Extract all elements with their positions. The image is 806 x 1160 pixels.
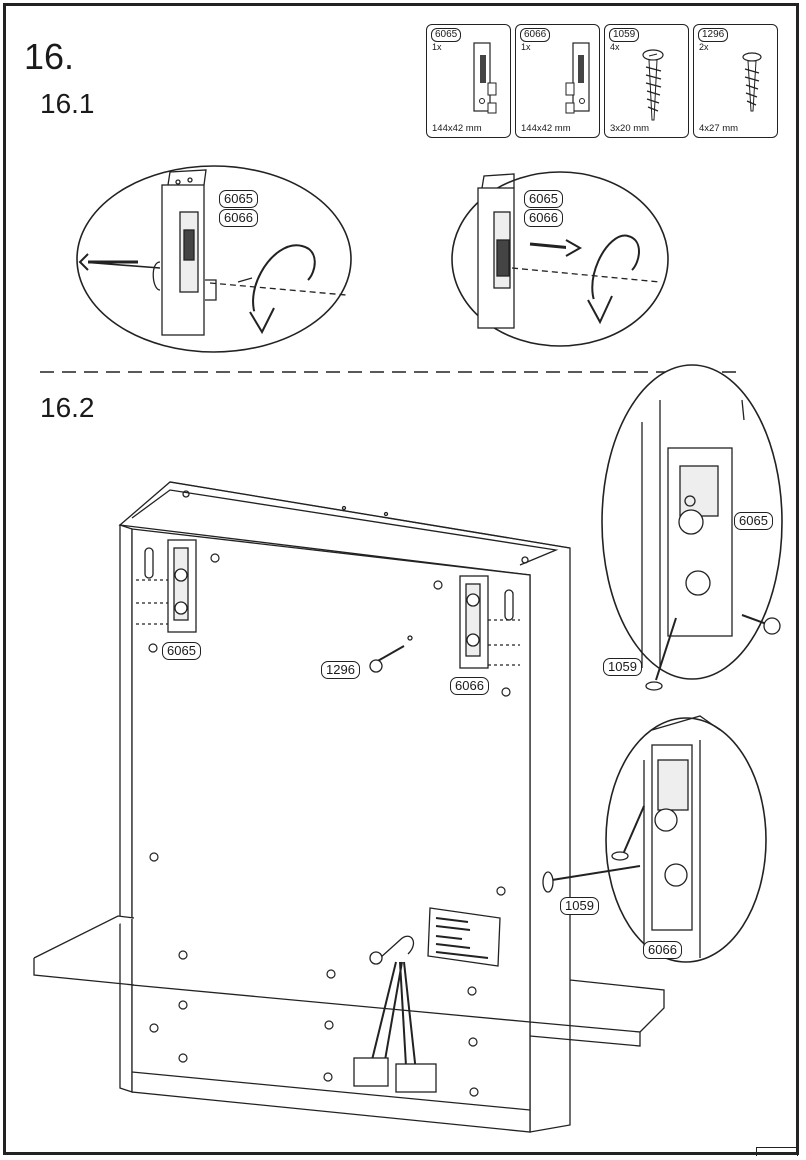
callout-6065: 6065 [219, 190, 258, 208]
screw-icon [742, 52, 762, 112]
part-size: 3x20 mm [610, 123, 650, 134]
callout-6065: 6065 [524, 190, 563, 208]
part-code: 6065 [431, 28, 462, 42]
part-size: 144x42 mm [432, 123, 482, 134]
part-qty: 1x [432, 42, 442, 52]
part-card-1059: 1059 4x 3x20 mm [604, 24, 689, 138]
page-frame [3, 3, 799, 1155]
callout-6065: 6065 [162, 642, 201, 660]
callout-6065: 6065 [734, 512, 773, 530]
cabinet-back [118, 481, 571, 1133]
shelf [33, 915, 135, 959]
detail-16-1-left [76, 165, 352, 353]
part-code: 1296 [698, 28, 729, 42]
part-code: 6066 [520, 28, 551, 42]
page-corner-box [756, 1147, 798, 1156]
detail-16-2-top [601, 364, 783, 691]
part-size: 4x27 mm [699, 123, 739, 134]
detail-16-2-bottom [542, 715, 767, 963]
part-card-1296: 1296 2x 4x27 mm [693, 24, 778, 138]
callout-6066: 6066 [450, 677, 489, 695]
step-number: 16. [24, 36, 75, 77]
part-qty: 2x [699, 42, 709, 52]
substep-16-1: 16.1 [40, 88, 95, 119]
detail-16-1-right [451, 171, 669, 347]
screw-icon [642, 49, 664, 121]
part-card-6066: 6066 1x 144x42 mm [515, 24, 600, 138]
substep-16-2: 16.2 [40, 392, 95, 423]
hanger-bracket-icon [565, 42, 590, 114]
callout-1296: 1296 [321, 661, 360, 679]
part-qty: 4x [610, 42, 620, 52]
part-qty: 1x [521, 42, 531, 52]
callout-6066: 6066 [219, 209, 258, 227]
part-card-6065: 6065 1x 144x42 mm [426, 24, 511, 138]
callout-6066: 6066 [524, 209, 563, 227]
callout-6066: 6066 [643, 941, 682, 959]
part-size: 144x42 mm [521, 123, 571, 134]
part-code: 1059 [609, 28, 640, 42]
callout-1059: 1059 [560, 897, 599, 915]
callout-1059: 1059 [603, 658, 642, 676]
hanger-bracket-icon [473, 42, 497, 114]
